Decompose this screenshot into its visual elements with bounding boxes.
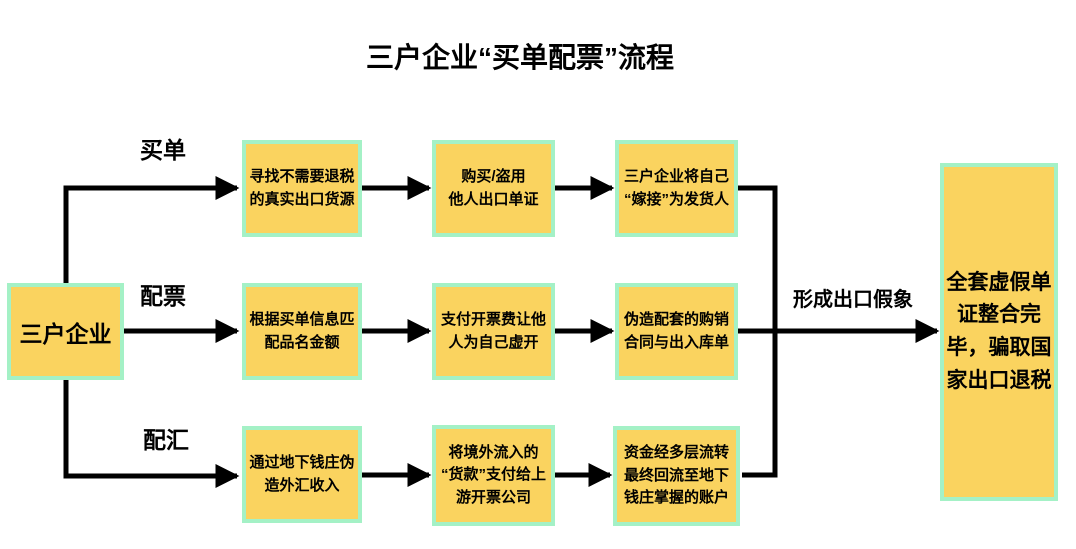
step-peihui-3: 资金经多层流转 最终回流至地下 钱庄掌握的账户 [613, 426, 740, 526]
step-label: 三户企业将自己 “嫁接”为发货人 [623, 168, 729, 208]
node-root-label: 三户企业 [19, 320, 112, 347]
converge-label: 形成出口假象 [793, 289, 913, 311]
step-peipiao-1: 根据买单信息匹 配品名金额 [242, 283, 362, 380]
branch-label-maidan: 买单 [140, 137, 186, 163]
node-result-label: 全套虚假单 证整合完 毕，骗取国 家出口退税 [946, 270, 1052, 392]
step-label: 将境外流入的 “货款”支付给上 游开票公司 [440, 443, 546, 506]
branch-label-peipiao: 配票 [140, 283, 186, 309]
step-peipiao-3: 伪造配套的购销 合同与出入库单 [615, 283, 738, 380]
step-peipiao-2: 支付开票费让他 人为自己虚开 [432, 283, 555, 380]
arrow-branch-peihui [63, 380, 240, 488]
step-maidan-3: 三户企业将自己 “嫁接”为发货人 [615, 140, 738, 237]
step-maidan-2: 购买/盗用 他人出口单证 [432, 140, 555, 237]
diagram-title: 三户企业“买单配票”流程 [365, 42, 674, 73]
step-label: 支付开票费让他 人为自己虚开 [440, 311, 546, 351]
node-result: 全套虚假单 证整合完 毕，骗取国 家出口退税 [940, 163, 1058, 501]
step-label: 通过地下钱庄伪 造外汇收入 [249, 454, 355, 494]
step-label: 寻找不需要退税 的真实出口货源 [249, 168, 355, 208]
branch-label-peihui: 配汇 [143, 427, 189, 453]
arrow-branch-maidan [63, 176, 240, 283]
node-root: 三户企业 [7, 283, 124, 380]
step-peihui-2: 将境外流入的 “货款”支付给上 游开票公司 [432, 425, 555, 526]
step-label: 购买/盗用 他人出口单证 [448, 168, 539, 208]
step-peihui-1: 通过地下钱庄伪 造外汇收入 [242, 426, 362, 523]
step-label: 资金经多层流转 最终回流至地下 钱庄掌握的账户 [623, 444, 729, 507]
step-label: 伪造配套的购销 合同与出入库单 [623, 311, 729, 351]
step-label: 根据买单信息匹 配品名金额 [249, 311, 355, 351]
step-maidan-1: 寻找不需要退税 的真实出口货源 [242, 140, 362, 237]
